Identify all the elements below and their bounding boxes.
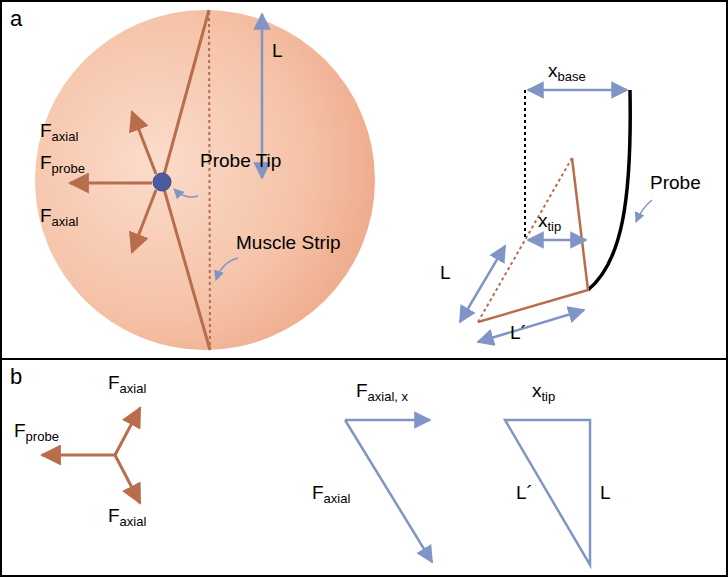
- label: L: [272, 40, 283, 62]
- probe: [588, 90, 630, 290]
- panel: a: [0, 0, 728, 360]
- probe-rest: [524, 90, 526, 240]
- force-arrow: [132, 190, 156, 252]
- dimension-arrow: [460, 246, 505, 322]
- dimension-arrow: [478, 310, 584, 342]
- force-arrow: [70, 182, 152, 185]
- geometry-triangle: [505, 420, 590, 565]
- label: Faxial: [312, 482, 350, 507]
- tissue-disc: [35, 10, 375, 350]
- label: Faxial: [108, 372, 146, 397]
- muscle-strip-rest: [209, 12, 210, 348]
- leader-line: [216, 258, 238, 280]
- force-arrow: [42, 454, 115, 457]
- force-vector: [345, 419, 430, 422]
- label: Probe: [650, 172, 701, 194]
- leader-line: [636, 200, 652, 222]
- leader-line: [174, 189, 198, 197]
- force-vector: [345, 420, 432, 562]
- dimension-arrow: [528, 239, 586, 242]
- label: Faxial: [108, 505, 146, 530]
- panel-letter: a: [10, 6, 22, 32]
- label: L´: [510, 322, 527, 344]
- label: xbase: [548, 60, 586, 85]
- dimension-arrow: [528, 89, 627, 92]
- label: L´: [516, 482, 533, 504]
- force-arrow: [132, 112, 156, 174]
- probe-tip: [153, 173, 171, 191]
- label: L: [440, 262, 451, 284]
- label: L: [600, 482, 611, 504]
- label: Faxial, x: [356, 380, 408, 405]
- label: Muscle Strip: [236, 232, 341, 254]
- label: Faxial: [40, 120, 78, 145]
- label: Faxial: [40, 205, 78, 230]
- label: Probe Tip: [200, 150, 281, 172]
- label: Fprobe: [14, 420, 59, 445]
- label: Fprobe: [40, 152, 85, 177]
- label: xtip: [538, 210, 561, 235]
- strip: [478, 290, 588, 322]
- force-arrow: [115, 408, 140, 455]
- panel-letter: b: [10, 364, 22, 390]
- strip: [572, 158, 588, 290]
- force-arrow: [115, 455, 140, 503]
- label: xtip: [532, 380, 555, 405]
